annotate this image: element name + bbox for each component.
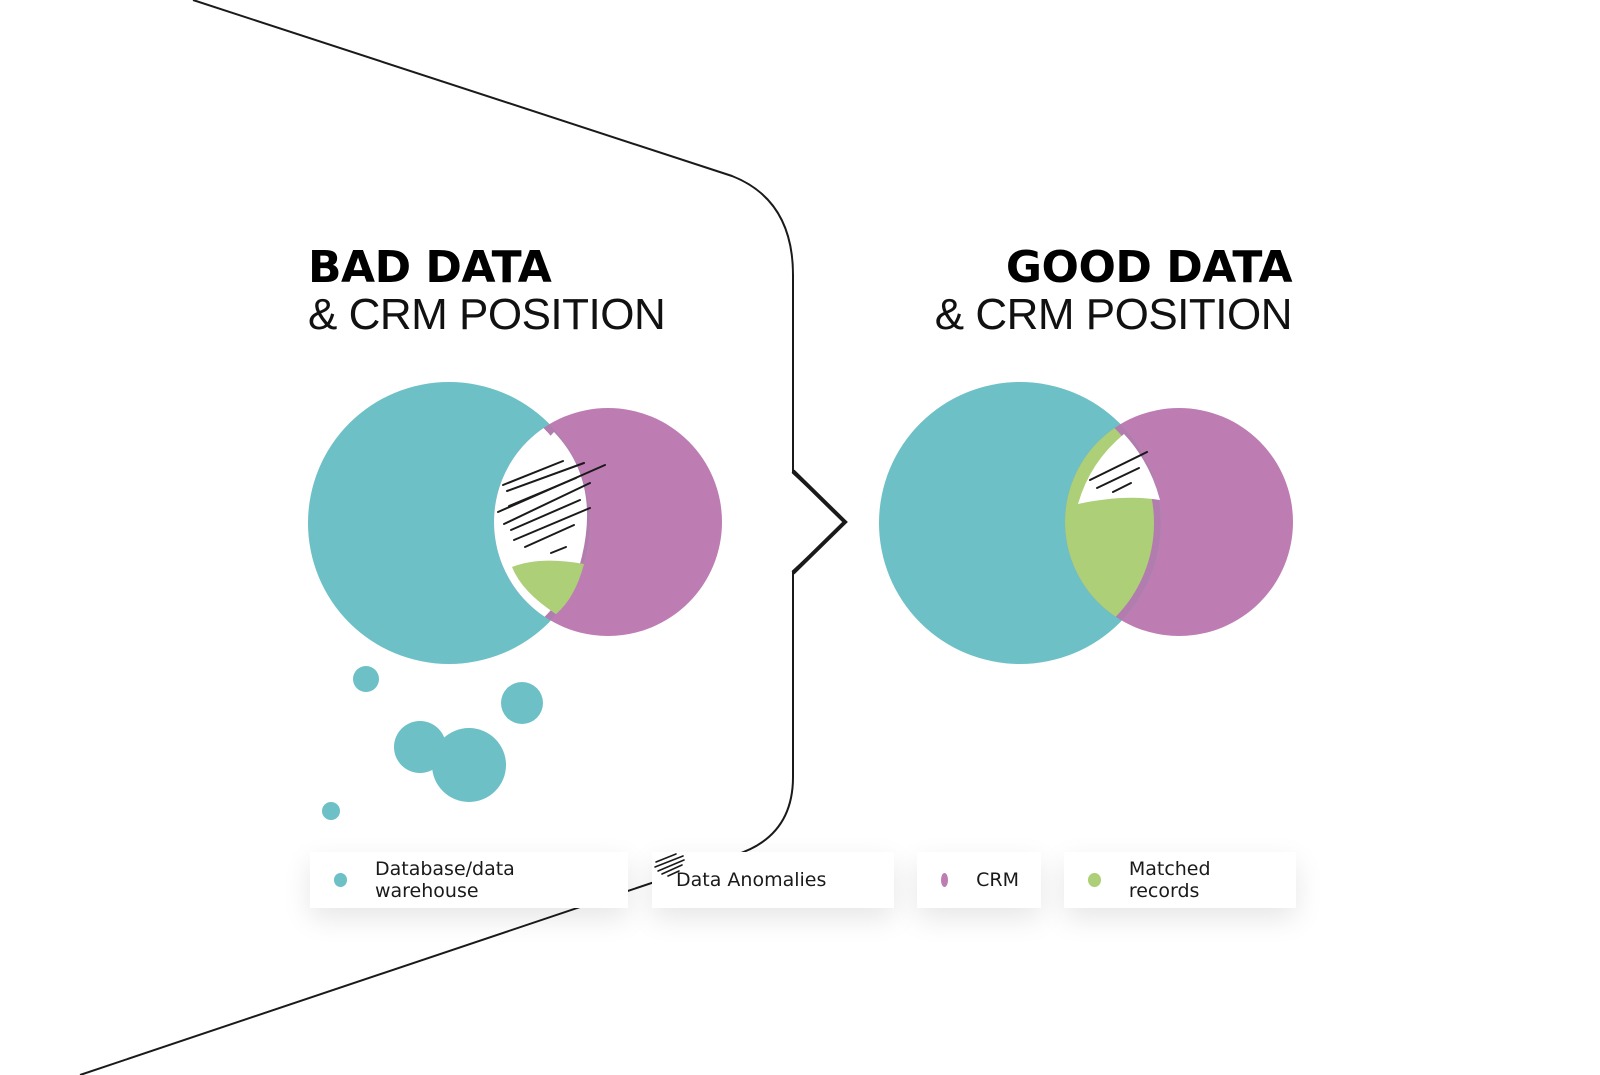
good-data-subtitle: & CRM POSITION [934,290,1293,339]
arrow-chevron [791,469,848,575]
bad-data-venn [308,382,722,820]
good-data-heading: GOOD DATA & CRM POSITION [934,242,1293,339]
bubble [322,802,340,820]
bubble [353,666,379,692]
good-data-title: GOOD DATA [1005,242,1293,293]
bubble [432,728,506,802]
good-data-venn [879,382,1293,664]
legend-item-crm: CRM [917,852,1041,908]
legend-label: CRM [976,869,1019,891]
green-dot-icon [1088,873,1101,887]
legend-label: Database/data warehouse [374,858,515,902]
bubble [501,682,543,724]
anomaly-hatching [1089,451,1148,493]
legend-label: Matched records [1128,858,1211,902]
legend-item-matched: Matched records [1064,852,1296,908]
legend-label: Data Anomalies [676,869,827,891]
legend-item-database: Database/data warehouse [310,852,628,908]
hatch-icon [654,853,685,877]
anomaly-hatching [497,460,606,554]
matched-records-area [512,560,584,614]
purple-dot-icon [941,873,949,887]
bad-data-title: BAD DATA [308,242,552,293]
bad-data-subtitle: & CRM POSITION [308,290,666,339]
bad-data-heading: BAD DATA & CRM POSITION [308,242,666,339]
legend-item-anomalies: Data Anomalies [652,852,894,908]
teal-dot-icon [334,873,347,887]
